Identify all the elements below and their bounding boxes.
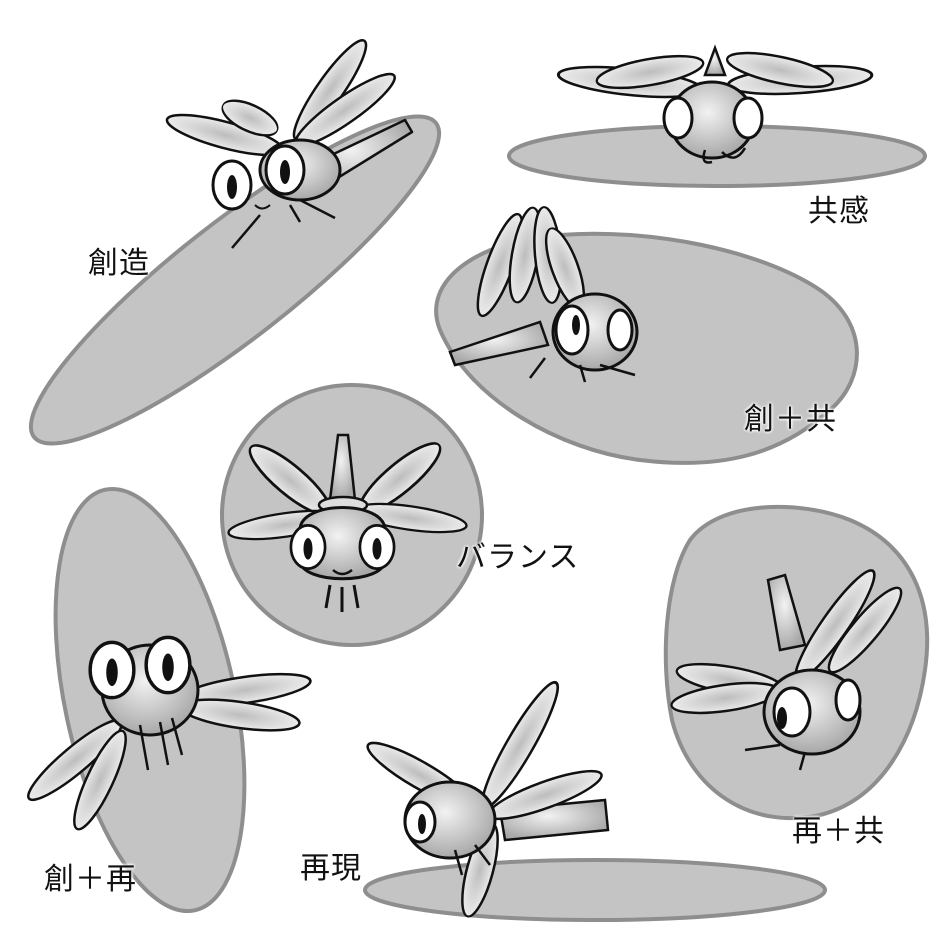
label-creation-reproduction: 創＋再 [44,862,137,897]
dragonfly-creation-empathy [448,204,639,383]
dragonfly-empathy [555,44,875,164]
dragonfly-balance [225,433,470,612]
label-empathy: 共感 [808,194,870,229]
label-reproduction: 再現 [300,851,362,886]
label-creation: 創造 [88,246,150,281]
shadow-reproduction-empathy [663,504,930,821]
shadow-creation [28,114,442,446]
label-reproduction-empathy: 再＋共 [792,814,885,849]
dragonfly-creation [162,32,414,249]
dragonfly-creation-reproduction [19,635,314,836]
shadow-reproduction [363,858,827,922]
label-balance: バランス [456,540,580,575]
dragonfly-reproduction-empathy [668,562,911,771]
label-creation-empathy: 創＋共 [744,402,837,437]
dragonfly-reproduction [360,674,610,921]
